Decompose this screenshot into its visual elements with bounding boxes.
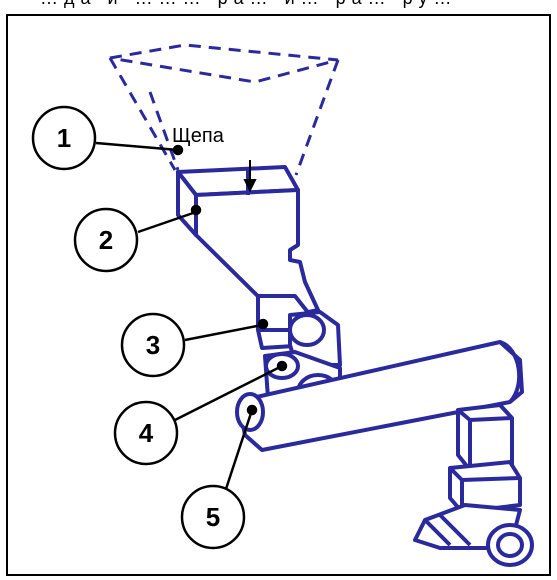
callout-1-label: 1 (57, 123, 71, 153)
callout-5: 5 (180, 484, 246, 550)
callout-3: 3 (120, 312, 186, 378)
cropped-top-text-content: …да и ……… ра… и… ра… ру… (40, 0, 457, 8)
callout-3-label: 3 (146, 330, 160, 360)
chute (256, 294, 342, 367)
material-arrow (243, 160, 257, 193)
leader-lines (95, 141, 288, 496)
motor-stand (413, 403, 534, 567)
callout-2-label: 2 (99, 225, 113, 255)
hopper (108, 43, 340, 176)
material-label: Щепа (172, 125, 225, 147)
callout-4-label: 4 (139, 418, 154, 448)
callout-1: 1 (31, 105, 97, 171)
feeder-box (176, 165, 320, 320)
callout-2: 2 (73, 207, 139, 273)
callout-4: 4 (113, 400, 179, 466)
cropped-top-text: …да и ……… ра… и… ра… ру… (0, 0, 557, 8)
callout-5-label: 5 (206, 502, 220, 532)
